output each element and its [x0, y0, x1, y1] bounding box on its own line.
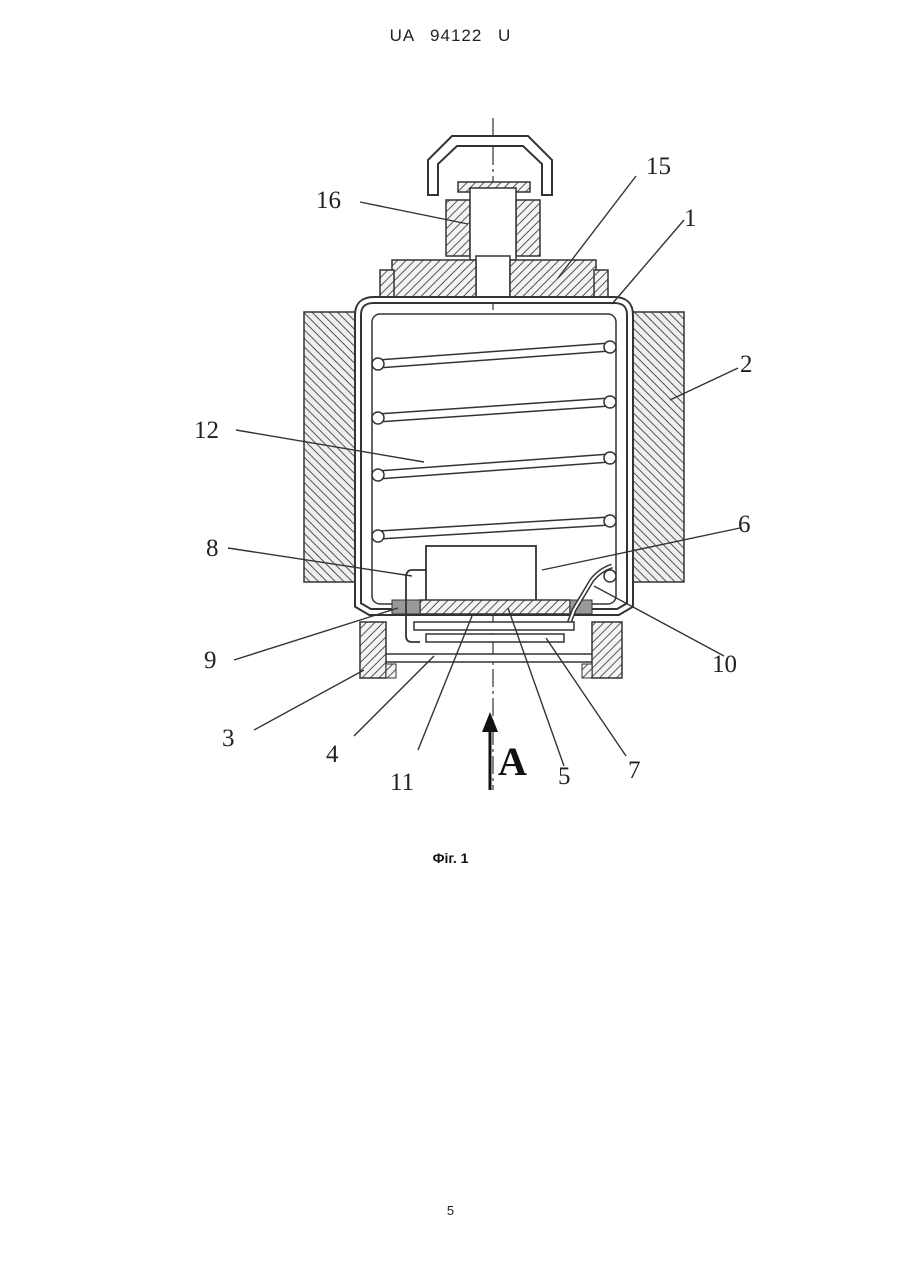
nut-right [592, 622, 622, 678]
label-16: 16 [316, 187, 341, 214]
label-4: 4 [326, 741, 339, 768]
block [426, 546, 536, 602]
label-12: 12 [194, 417, 219, 444]
lid-left [392, 260, 476, 300]
arrow-head [482, 712, 498, 732]
nozzle-body-left [446, 200, 470, 256]
plate [420, 600, 570, 614]
label-15: 15 [646, 153, 671, 180]
label-10: 10 [712, 651, 737, 678]
drawing-canvas: A 16 15 1 2 12 8 6 9 10 3 4 11 [150, 100, 770, 830]
page-number: 5 [0, 1203, 901, 1218]
figure-caption: Фіг. 1 [0, 850, 901, 866]
lid-flange-right [594, 270, 608, 300]
label-8: 8 [206, 535, 219, 562]
label-6: 6 [738, 511, 751, 538]
nozzle-channel [470, 188, 516, 260]
label-5: 5 [558, 763, 571, 790]
label-7: 7 [628, 757, 641, 784]
label-9: 9 [204, 647, 217, 674]
layer-bottom [382, 654, 608, 662]
label-2: 2 [740, 351, 753, 378]
lid-flange-left [380, 270, 394, 300]
label-11: 11 [390, 769, 414, 796]
patent-header: UA 94122 U [0, 26, 901, 46]
nozzle-stem [476, 256, 510, 300]
nut-left [360, 622, 386, 678]
lid-right [510, 260, 596, 300]
nut-foot-right [582, 664, 592, 678]
nut-foot-left [386, 664, 396, 678]
label-1: 1 [684, 205, 697, 232]
nozzle-body-right [516, 200, 540, 256]
label-3: 3 [222, 725, 235, 752]
technical-drawing: A 16 15 1 2 12 8 6 9 10 3 4 11 [150, 100, 770, 830]
layer-middle [426, 634, 564, 642]
arrow-label: A [498, 739, 527, 784]
layer-upper [414, 622, 574, 630]
